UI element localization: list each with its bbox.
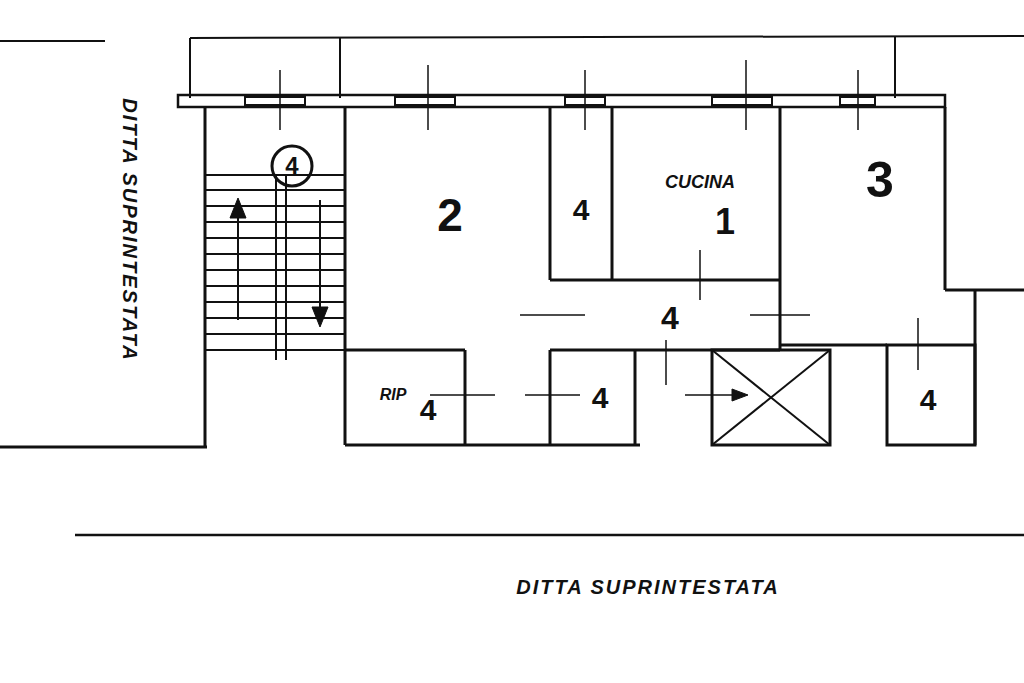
room-name: RIP xyxy=(380,387,407,403)
room-number: 4 xyxy=(920,385,937,415)
room-number: 4 xyxy=(573,195,590,225)
callout-number: 4 xyxy=(285,154,298,178)
boundary-label: DITTA SUPRINTESTATA xyxy=(120,98,140,362)
room-number: 1 xyxy=(715,204,735,240)
room-number: 4 xyxy=(420,395,437,425)
room-number: 4 xyxy=(661,302,679,334)
room-number: 2 xyxy=(437,192,463,238)
room-name: CUCINA xyxy=(665,173,735,191)
boundary-label: DITTA SUPRINTESTATA xyxy=(516,577,780,597)
room-number: 3 xyxy=(866,155,894,205)
room-number: 4 xyxy=(592,383,609,413)
